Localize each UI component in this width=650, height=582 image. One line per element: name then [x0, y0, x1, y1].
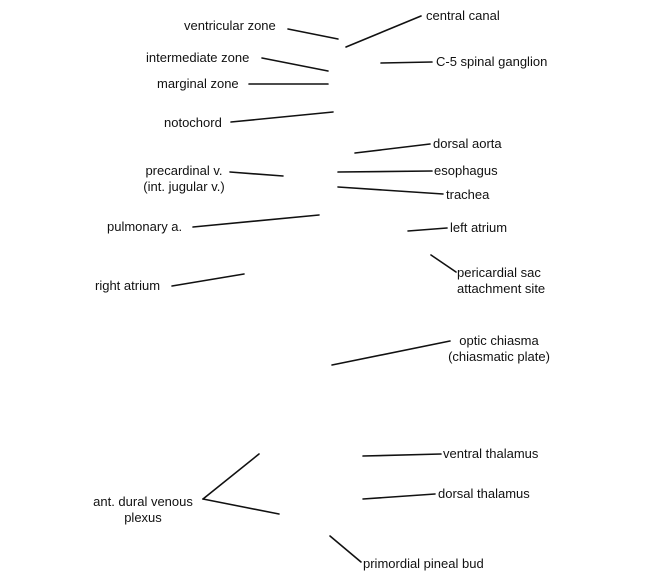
leader-central-canal	[345, 15, 422, 48]
label-pericardial-sac: pericardial sac attachment site	[457, 265, 545, 297]
label-ant-dural-venous-plexus: ant. dural venous plexus	[84, 494, 202, 526]
leader-ventricular-zone	[287, 28, 339, 40]
label-intermediate-zone: intermediate zone	[146, 50, 250, 65]
label-pericardial-sac-line1: pericardial sac	[457, 265, 541, 280]
label-ant-dural-line1: ant. dural venous	[93, 494, 193, 509]
label-trachea: trachea	[446, 187, 490, 202]
label-esophagus: esophagus	[434, 163, 498, 178]
label-central-canal: central canal	[426, 8, 500, 23]
label-left-atrium: left atrium	[450, 220, 508, 235]
label-primordial-pineal-bud: primordial pineal bud	[363, 556, 484, 571]
leader-optic-chiasma	[331, 340, 451, 366]
label-optic-chiasma: optic chiasma (chiasmatic plate)	[440, 333, 558, 365]
label-pulmonary-a: pulmonary a.	[107, 219, 183, 234]
leader-ant-dural-upper	[202, 453, 260, 500]
leader-c5-spinal-ganglion	[380, 61, 433, 64]
leader-precardinal-v	[229, 171, 284, 177]
leader-trachea	[337, 186, 444, 195]
label-precardinal-v-line2: (int. jugular v.)	[143, 179, 225, 194]
label-ant-dural-line2: plexus	[124, 510, 162, 525]
leader-left-atrium	[407, 227, 448, 232]
label-optic-chiasma-line2: (chiasmatic plate)	[448, 349, 550, 364]
leader-pericardial-sac	[430, 254, 457, 273]
leader-notochord	[230, 111, 334, 123]
label-dorsal-thalamus: dorsal thalamus	[438, 486, 530, 501]
leader-dorsal-aorta	[354, 143, 431, 154]
label-c5-spinal-ganglion: C-5 spinal ganglion	[436, 54, 548, 69]
leader-esophagus	[337, 170, 433, 173]
label-pericardial-sac-line2: attachment site	[457, 281, 546, 296]
leader-ventral-thalamus	[362, 453, 442, 457]
label-marginal-zone: marginal zone	[157, 76, 239, 91]
label-notochord: notochord	[164, 115, 222, 130]
label-ventral-thalamus: ventral thalamus	[443, 446, 539, 461]
leader-pulmonary-a	[192, 214, 320, 228]
leader-intermediate-zone	[261, 57, 329, 72]
leader-dorsal-thalamus	[362, 493, 436, 500]
label-precardinal-v-line1: precardinal v.	[145, 163, 223, 178]
leader-right-atrium	[171, 273, 245, 287]
label-ventricular-zone: ventricular zone	[184, 18, 276, 33]
label-optic-chiasma-line1: optic chiasma	[459, 333, 539, 348]
label-precardinal-v: precardinal v. (int. jugular v.)	[140, 163, 228, 195]
label-right-atrium: right atrium	[95, 278, 161, 293]
label-dorsal-aorta: dorsal aorta	[433, 136, 502, 151]
leader-primordial-pineal-bud	[329, 535, 362, 563]
leader-ant-dural-lower	[202, 498, 280, 515]
